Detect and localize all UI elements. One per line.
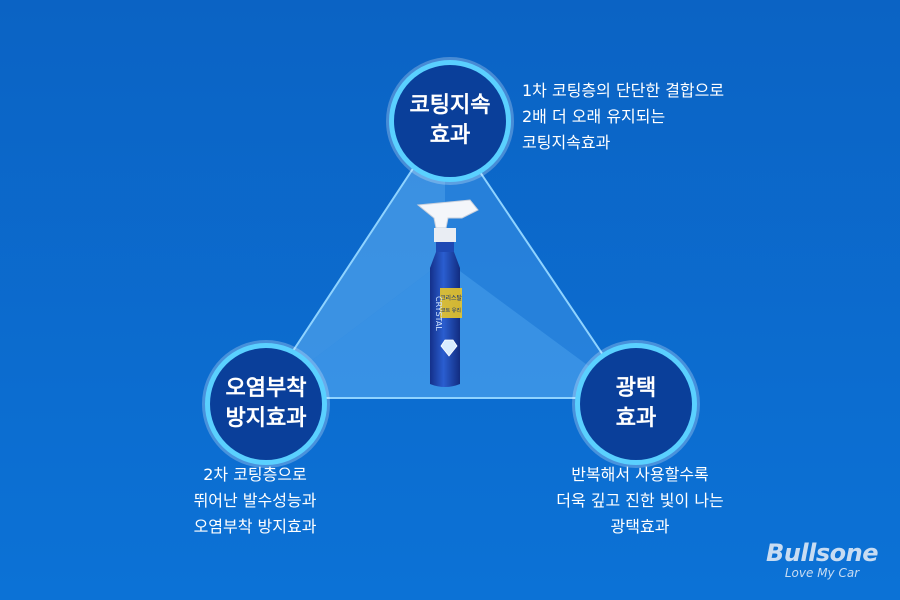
brand-tagline: Love My Car	[784, 566, 860, 580]
feature-title-line: 방지효과	[225, 406, 307, 431]
description-line: 2배 더 오래 유지되는	[522, 107, 666, 126]
feature-circle-coating-durability: 코팅지속 효과	[389, 60, 511, 182]
description-line: 1차 코팅층의 단단한 결합으로	[522, 81, 725, 100]
product-bottle: 크리스탈 코트 유리 CRYSTAL	[416, 199, 479, 387]
bottle-side-text: CRYSTAL	[434, 296, 443, 331]
feature-title-line: 효과	[429, 123, 471, 148]
feature-circle-gloss: 광택 효과	[575, 343, 697, 465]
feature-circle-stain-prevention: 오염부착 방지효과	[205, 343, 327, 465]
description-line: 오염부착 방지효과	[193, 517, 317, 536]
bottle-body	[430, 252, 460, 387]
feature-description-coating-durability: 1차 코팅층의 단단한 결합으로 2배 더 오래 유지되는 코팅지속효과	[522, 78, 724, 156]
description-line: 뛰어난 발수성능과	[193, 491, 317, 510]
bottle-neck	[436, 242, 454, 252]
feature-description-stain-prevention: 2차 코팅층으로 뛰어난 발수성능과 오염부착 방지효과	[150, 462, 360, 540]
diamond-icon	[440, 339, 458, 357]
feature-title-line: 광택	[615, 376, 657, 401]
feature-title-line: 오염부착	[225, 376, 307, 401]
description-line: 반복해서 사용할수록	[571, 465, 709, 484]
spray-trigger	[416, 199, 479, 229]
bottle-label	[440, 288, 462, 318]
brand-logo: Bullsone Love My Car	[766, 540, 878, 580]
feature-title-line: 효과	[615, 406, 657, 431]
triangle-outline	[260, 118, 634, 399]
feature-description-gloss: 반복해서 사용할수록 더욱 깊고 진한 빛이 나는 광택효과	[510, 462, 770, 540]
description-line: 광택효과	[610, 517, 670, 536]
description-line: 2차 코팅층으로	[203, 465, 307, 484]
bottle-cap	[434, 228, 456, 242]
bottle-label-top: 크리스탈	[440, 294, 463, 302]
description-line: 더욱 깊고 진한 빛이 나는	[556, 491, 724, 510]
bottle-label-mid: 코트 유리	[441, 307, 461, 314]
brand-name: Bullsone	[766, 539, 878, 567]
feature-title-line: 코팅지속	[409, 93, 491, 118]
description-line: 코팅지속효과	[522, 133, 611, 152]
